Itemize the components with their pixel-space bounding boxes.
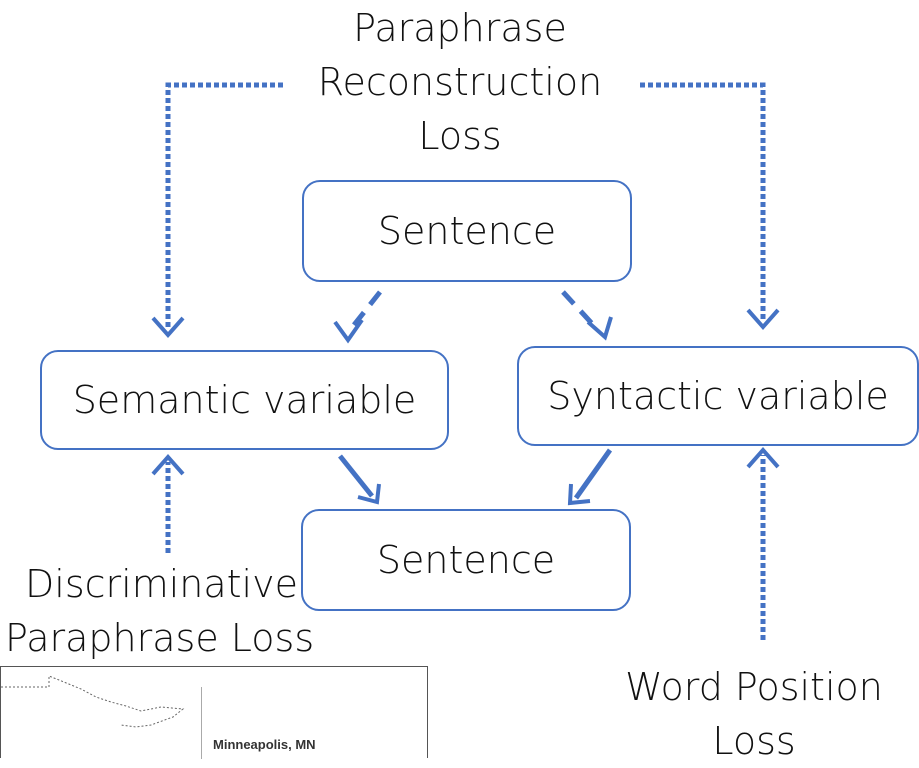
map-divider <box>201 687 202 759</box>
sentence-to-semantic-arrowhead <box>333 318 364 344</box>
node-label: Sentence <box>377 209 557 253</box>
label-line: Reconstruction <box>317 60 603 104</box>
paraphrase-loss-right-connector <box>640 82 766 322</box>
map-inset <box>0 666 428 759</box>
paraphrase-loss-left-connector <box>165 82 283 330</box>
label-line: Paraphrase <box>353 6 567 50</box>
label-line: Word Position <box>625 665 883 709</box>
node-label: Syntactic variable <box>547 374 889 418</box>
label-line: Loss <box>712 719 796 763</box>
map-city-label: Minneapolis, MN <box>213 737 316 752</box>
map-outline <box>1 675 185 728</box>
paraphrase-loss-right-arrowhead <box>746 308 780 331</box>
label-line: Discriminative <box>25 562 298 606</box>
paraphrase-loss-left-arrowhead <box>151 316 185 339</box>
word-position-loss-arrowhead <box>746 446 780 469</box>
node-label: Sentence <box>376 538 556 582</box>
label-line: Paraphrase Loss <box>5 616 315 660</box>
sentence-to-semantic-arrow <box>348 290 382 332</box>
sentence-bottom-node: Sentence <box>301 509 631 611</box>
word-position-loss-label: Word Position Loss <box>604 660 904 768</box>
sentence-top-node: Sentence <box>302 180 632 282</box>
paraphrase-reconstruction-loss-label: Paraphrase Reconstruction Loss <box>290 1 630 163</box>
label-line: Loss <box>418 114 502 158</box>
semantic-to-sentence-arrowhead <box>357 483 381 505</box>
syntactic-to-sentence-arrowhead <box>567 483 591 506</box>
discriminative-paraphrase-loss-label: Discriminative Paraphrase Loss <box>5 557 325 665</box>
syntactic-to-sentence-arrow <box>573 448 613 500</box>
semantic-variable-node: Semantic variable <box>40 350 449 450</box>
discriminative-loss-arrowhead <box>151 453 185 476</box>
syntactic-variable-node: Syntactic variable <box>517 346 919 446</box>
sentence-to-syntactic-arrow <box>561 290 600 332</box>
sentence-to-syntactic-arrowhead <box>586 316 613 341</box>
node-label: Semantic variable <box>72 378 417 422</box>
semantic-to-sentence-arrow <box>338 454 374 498</box>
